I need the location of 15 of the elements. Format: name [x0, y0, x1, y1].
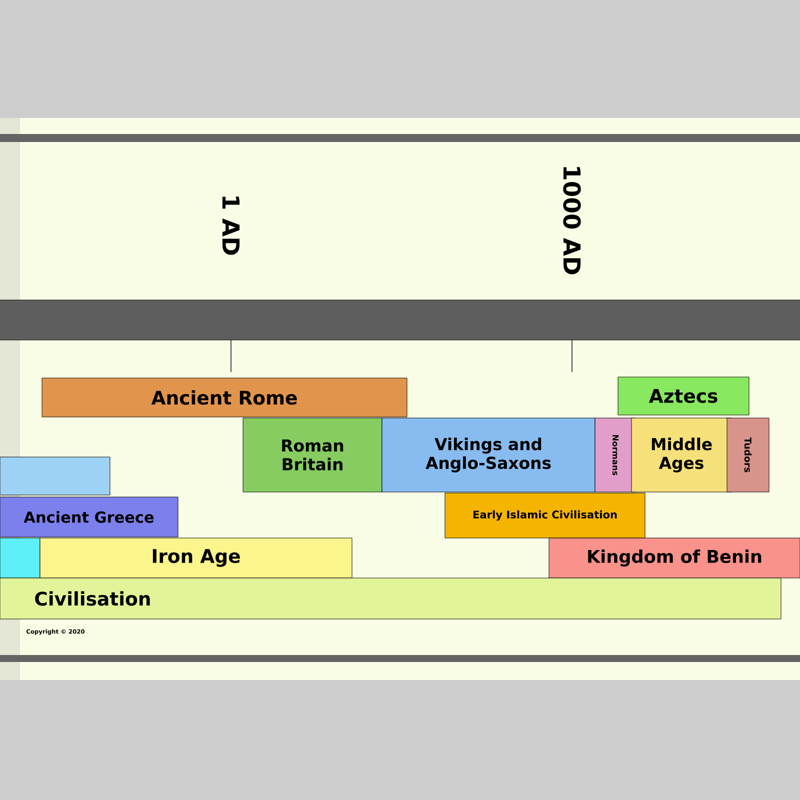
period-bar: Tudors — [726, 418, 770, 492]
period-bar: Vikings and Anglo-Saxons — [382, 418, 596, 492]
empty-bar — [0, 456, 110, 496]
year-label: 1000 AD — [563, 167, 581, 274]
period-bar: Aztecs — [618, 376, 750, 416]
period-bar: Civilisation — [0, 578, 782, 620]
period-bar: Early Islamic Civilisation — [444, 492, 646, 538]
period-bar: Ancient Rome — [42, 378, 408, 418]
empty-bar — [0, 538, 40, 578]
period-bar: Iron Age — [40, 538, 352, 578]
year-label: 1 AD — [222, 196, 240, 255]
period-bar: Kingdom of Benin — [548, 538, 800, 578]
period-bar: Ancient Greece — [0, 496, 178, 538]
period-bar: Middle Ages — [631, 418, 732, 492]
period-bar: Roman Britain — [242, 418, 382, 492]
